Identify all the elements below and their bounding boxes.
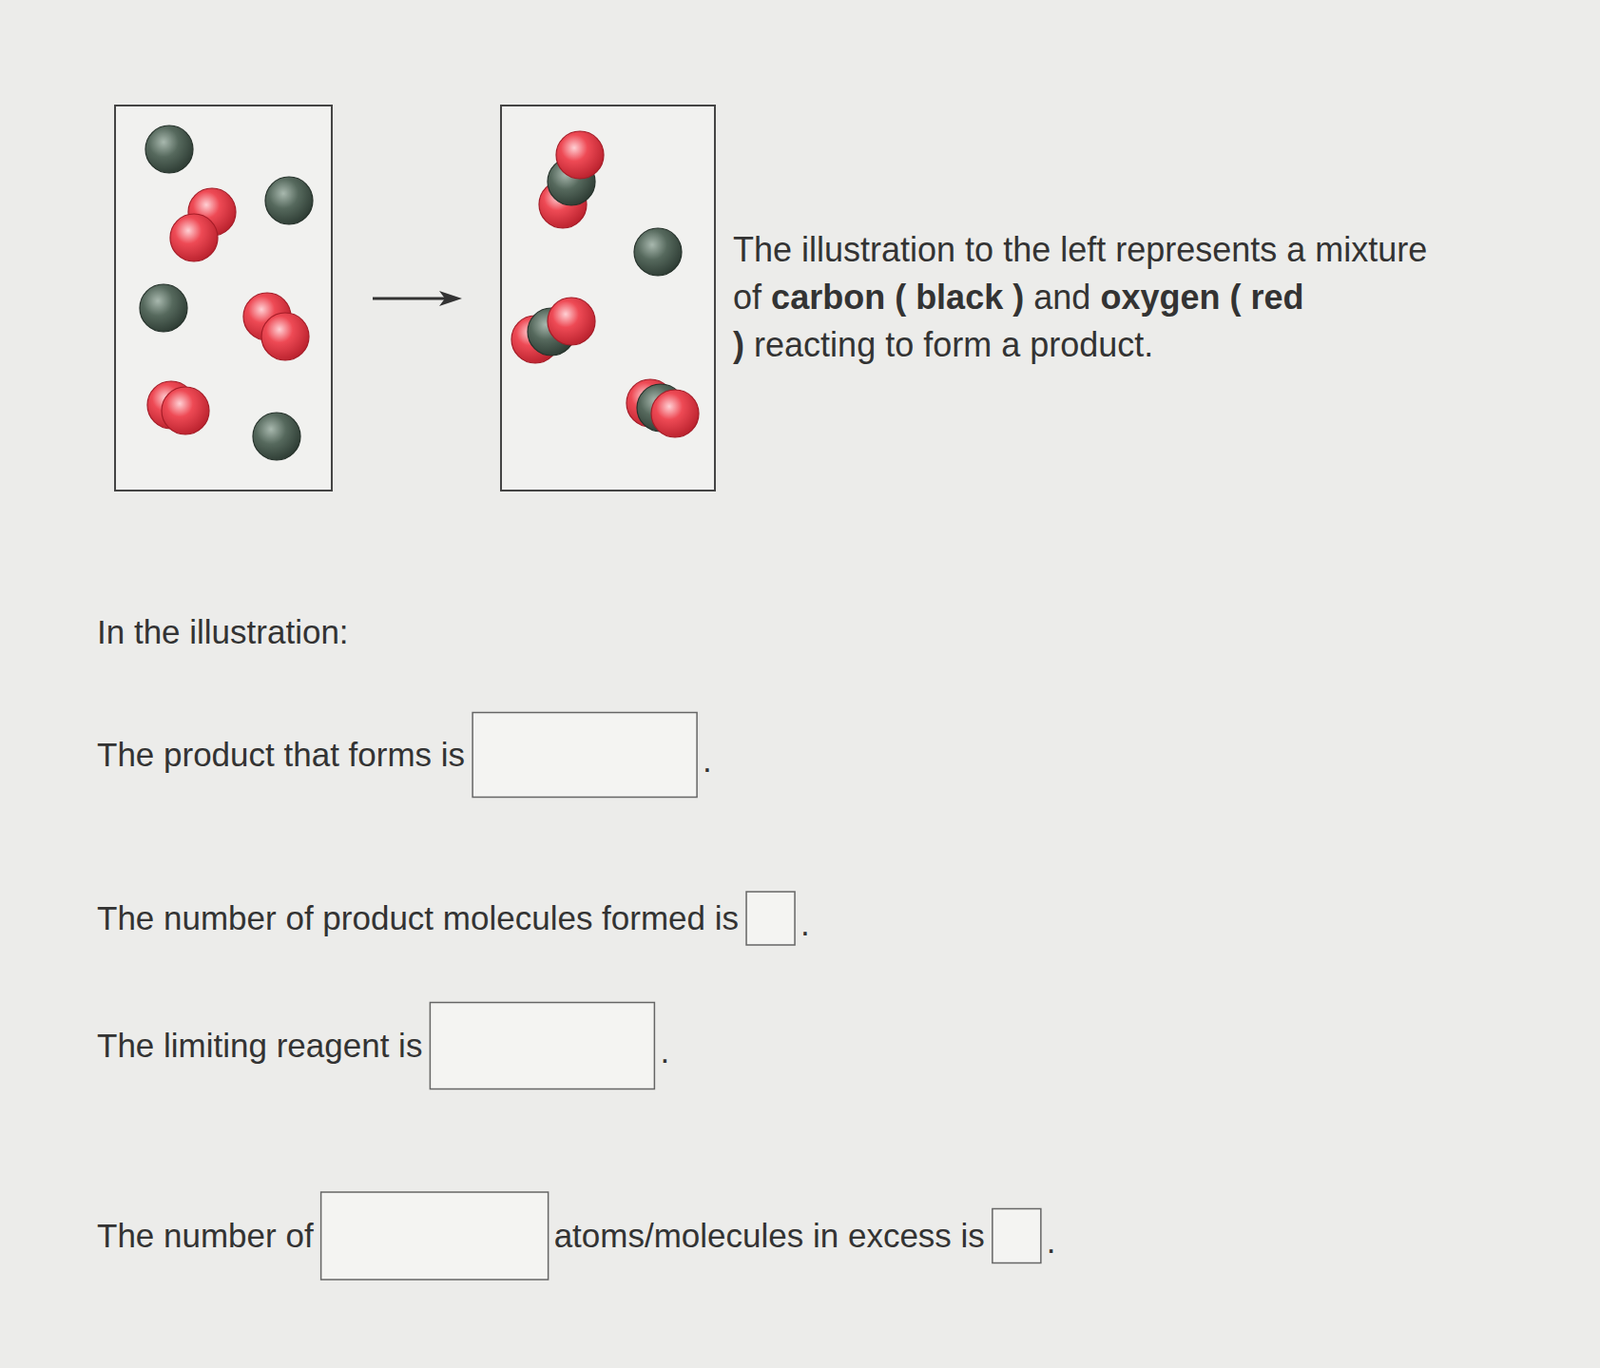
oxygen-atom bbox=[651, 389, 699, 438]
description-text: reacting to form a product. bbox=[753, 325, 1154, 365]
question-text: The number of bbox=[96, 1214, 314, 1257]
answer-box bbox=[429, 1002, 655, 1090]
bold-text: carbon ( black ) bbox=[771, 277, 1024, 317]
question-text: In the illustration: bbox=[96, 611, 349, 654]
carbon-atom bbox=[252, 412, 301, 461]
answer-box bbox=[746, 891, 795, 945]
carbon-atom bbox=[265, 176, 313, 225]
question-text: The number of product molecules formed i… bbox=[96, 897, 739, 940]
answer-box bbox=[321, 1192, 549, 1280]
oxygen-atom bbox=[261, 312, 309, 361]
reaction-arrow bbox=[372, 290, 463, 307]
product-box bbox=[501, 105, 715, 491]
carbon-atom bbox=[139, 284, 188, 332]
oxygen-atom bbox=[161, 386, 210, 435]
question-text: The limiting reagent is bbox=[96, 1024, 423, 1067]
reactant-box bbox=[115, 105, 332, 491]
period: . bbox=[1046, 1220, 1057, 1263]
oxygen-atom bbox=[170, 213, 218, 262]
question-text: atoms/molecules in excess is bbox=[554, 1214, 985, 1257]
carbon-atom bbox=[145, 125, 193, 174]
carbon-atom bbox=[634, 228, 682, 276]
description: The illustration to the left represents … bbox=[732, 226, 1442, 369]
answer-box bbox=[472, 713, 697, 798]
description-text: and bbox=[1033, 277, 1091, 317]
oxygen-atom bbox=[547, 297, 596, 346]
period: . bbox=[659, 1030, 670, 1073]
period: . bbox=[702, 739, 713, 782]
period: . bbox=[800, 903, 810, 945]
question-text: The product that forms is bbox=[96, 733, 465, 776]
atoms bbox=[139, 125, 699, 461]
oxygen-atom bbox=[556, 131, 604, 179]
answer-box bbox=[992, 1209, 1041, 1264]
